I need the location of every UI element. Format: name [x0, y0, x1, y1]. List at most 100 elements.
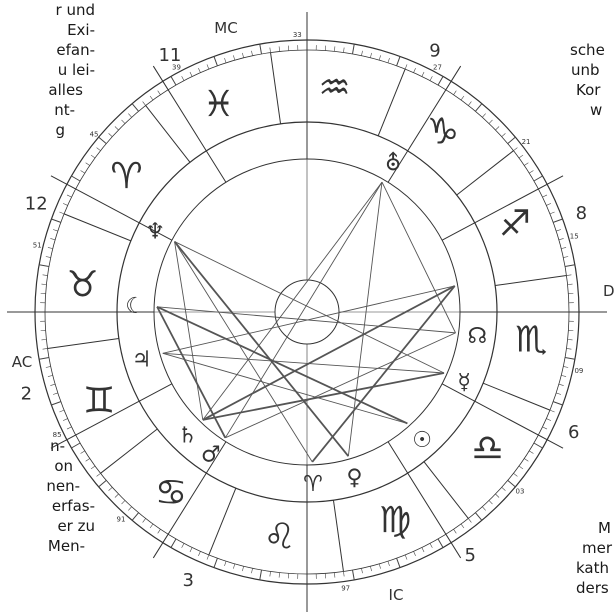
degree-tick	[41, 339, 46, 340]
degree-tick	[438, 539, 443, 548]
sign-divider	[64, 214, 131, 241]
planet-glyph: ♈	[303, 472, 323, 497]
degree-tick	[542, 195, 546, 197]
degree-tick	[242, 566, 243, 571]
degree-tick	[502, 133, 506, 136]
degree-tick	[150, 524, 153, 528]
degree-tick	[128, 507, 131, 511]
sign-divider	[101, 429, 158, 473]
degree-tick	[59, 212, 64, 214]
degree-tick	[39, 265, 49, 267]
degree-tick	[454, 529, 457, 533]
degree-tick	[361, 568, 362, 573]
aspect-line	[163, 286, 455, 353]
degree-tick	[388, 58, 390, 63]
angle-label-dc: DC	[603, 282, 615, 300]
degree-tick	[565, 357, 575, 359]
house-number: 6	[568, 422, 579, 443]
degree-tick	[534, 176, 543, 181]
degree-tick	[224, 561, 226, 566]
degree-tick	[430, 76, 432, 80]
degree-tick	[53, 393, 58, 395]
degree-tick	[132, 104, 138, 112]
aspect-line	[203, 373, 444, 420]
degree-tick	[553, 402, 562, 405]
degree-tick	[43, 348, 48, 349]
degree-tick	[115, 494, 119, 497]
degree-tick	[519, 155, 523, 158]
zodiac-sign-glyph: ♍	[379, 500, 411, 541]
aspect-line	[203, 182, 382, 420]
degree-tick	[468, 102, 471, 106]
planet-glyph: ♃	[132, 347, 152, 372]
degree-tick	[59, 410, 64, 412]
degree-tick	[51, 219, 60, 222]
degree-tick	[546, 203, 551, 205]
angle-label-mc: MC	[214, 19, 237, 37]
degree-tick	[143, 102, 146, 106]
zodiac-sign-glyph: ♈	[110, 156, 142, 197]
degree-tick	[482, 507, 485, 511]
sign-divider	[457, 151, 514, 195]
degree-tick	[67, 427, 71, 429]
degree-tick	[414, 68, 416, 73]
degree-tick	[397, 56, 400, 65]
degree-tick	[561, 375, 566, 376]
degree-tick	[48, 375, 53, 376]
degree-tick	[550, 410, 555, 412]
planet-glyph: ⛢	[385, 151, 401, 176]
degree-tick	[495, 127, 499, 130]
house-number: 9	[429, 41, 440, 62]
degree-tick	[198, 68, 200, 73]
degree-tick	[379, 564, 380, 569]
degree-tick	[519, 466, 523, 469]
degree-tick	[461, 96, 464, 100]
degree-tick	[568, 284, 573, 285]
degree-mark: 21	[522, 138, 531, 146]
zodiac-sign-glyph: ♉	[67, 264, 99, 305]
degree-tick	[97, 148, 101, 151]
degree-tick	[270, 571, 271, 576]
degree-mark: 97	[341, 584, 350, 592]
degree-tick	[251, 51, 252, 56]
aspect-line	[312, 286, 454, 462]
zodiac-sign-glyph: ♊	[83, 380, 115, 421]
degree-mark: 85	[53, 431, 62, 439]
zodiac-sign-glyph: ♓	[203, 84, 235, 125]
degree-tick	[556, 393, 561, 395]
degree-tick	[50, 238, 55, 239]
degree-tick	[279, 573, 280, 578]
degree-tick	[561, 247, 566, 248]
sign-divider	[209, 488, 236, 555]
degree-tick	[242, 53, 243, 58]
degree-tick	[150, 96, 153, 100]
degree-tick	[508, 137, 516, 143]
degree-tick	[171, 76, 176, 85]
degree-tick	[559, 238, 564, 239]
degree-tick	[502, 487, 506, 490]
aspect-line	[157, 307, 407, 424]
degree-tick	[430, 543, 432, 547]
aspect-line	[175, 242, 444, 373]
degree-tick	[529, 451, 533, 454]
degree-tick	[233, 564, 234, 569]
house-number: 2	[21, 383, 32, 404]
degree-mark: 91	[117, 516, 126, 524]
degree-tick	[207, 64, 209, 69]
degree-tick	[122, 120, 125, 124]
degree-tick	[99, 137, 107, 143]
degree-tick	[53, 229, 58, 231]
degree-mark: 45	[90, 130, 99, 138]
aspect-line	[175, 242, 349, 457]
degree-tick	[122, 500, 125, 504]
degree-tick	[475, 104, 481, 112]
degree-tick	[379, 55, 380, 60]
degree-tick	[109, 487, 113, 490]
degree-tick	[260, 44, 262, 54]
degree-tick	[565, 265, 575, 267]
sign-divider	[483, 383, 550, 410]
degree-tick	[529, 171, 533, 174]
degree-tick	[556, 229, 561, 231]
degree-tick	[171, 539, 176, 548]
degree-tick	[158, 91, 161, 95]
